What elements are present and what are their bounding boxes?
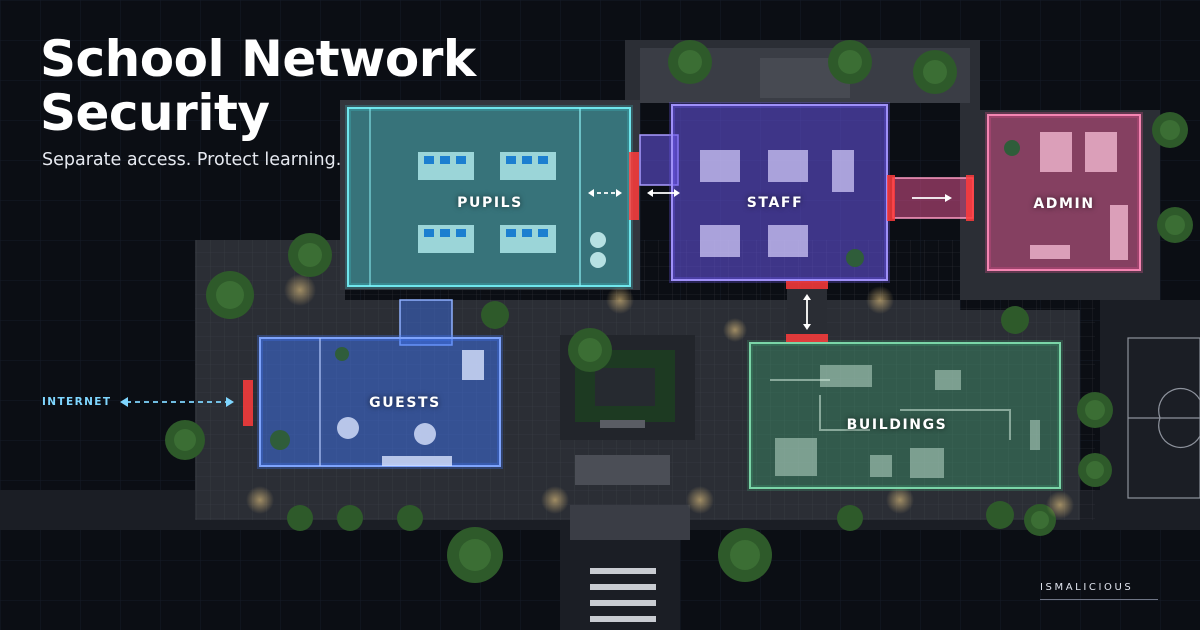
sports-court [1127, 337, 1200, 499]
title-line-2: Security [40, 84, 270, 142]
access-arrows [120, 189, 952, 407]
lamp-glows [246, 274, 1074, 519]
zone-label-staff: STAFF [746, 195, 804, 211]
page-title: School Network Security [40, 32, 476, 140]
arrow-pupils-staff [647, 189, 680, 197]
arrow-internet-guests [120, 397, 234, 407]
firewall-staff-link [887, 175, 895, 221]
arrow-staff-admin [912, 194, 952, 202]
title-line-1: School Network [40, 30, 476, 88]
zone-staff [639, 102, 890, 283]
crosswalk [590, 568, 656, 622]
brand-logo-text: ISMALICIOUS [1040, 582, 1158, 600]
zone-label-admin: ADMIN [1033, 196, 1095, 212]
zone-label-guests: GUESTS [369, 395, 441, 411]
zone-buildings [747, 340, 1063, 491]
arrow-pupils-staff-dashed [588, 189, 622, 197]
page-subtitle: Separate access. Protect learning. [42, 150, 342, 170]
firewall-pupils-staff [629, 152, 639, 220]
courtyard [560, 335, 695, 440]
arrow-staff-buildings [803, 294, 811, 330]
zone-label-buildings: BUILDINGS [846, 417, 948, 433]
firewall-staff-top [786, 281, 828, 289]
firewall-link-admin [966, 175, 974, 221]
zone-pupils [345, 105, 633, 289]
zone-admin [892, 112, 1143, 273]
zone-label-pupils: PUPILS [457, 195, 523, 211]
trees [165, 40, 1193, 583]
zone-guests [257, 299, 503, 469]
firewall-buildings-top [786, 334, 828, 342]
internet-label: INTERNET [42, 396, 112, 408]
firewalls [243, 152, 974, 426]
firewall-internet-guests [243, 380, 253, 426]
